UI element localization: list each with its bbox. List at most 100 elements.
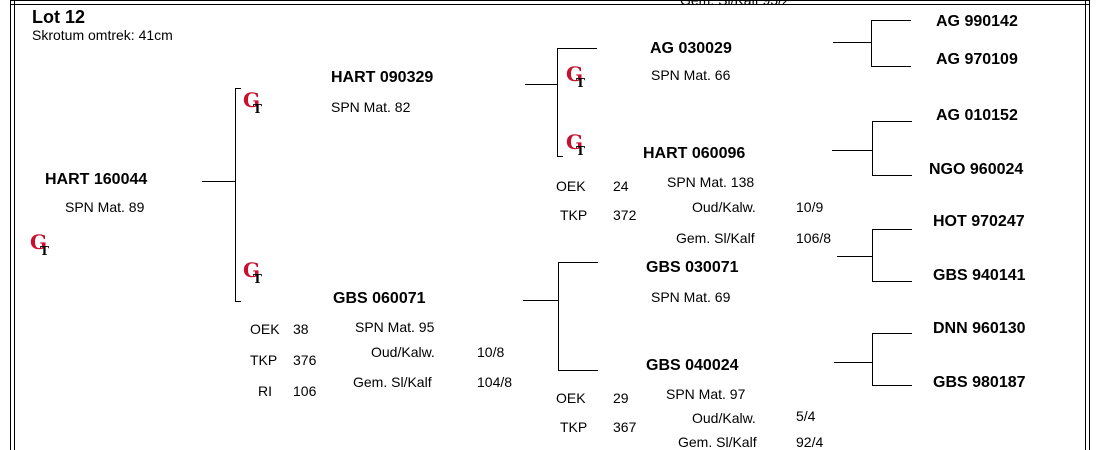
dam-tkp-value: 376 <box>293 352 317 368</box>
sd-oud-value: 10/9 <box>796 199 824 215</box>
connector-gen3-stub <box>871 20 911 21</box>
dd-name: GBS 040024 <box>646 357 739 374</box>
dd-oud-value: 5/4 <box>796 408 816 424</box>
frame-top-outer <box>10 0 1090 1</box>
dd-oek-label: OEK <box>556 390 586 406</box>
sd-oek-label: OEK <box>556 178 586 194</box>
connector-ds-gen3 <box>837 256 872 257</box>
dam-tkp-label: TKP <box>250 352 278 368</box>
dam-oek-label: OEK <box>250 321 280 337</box>
dam-ri-value: 106 <box>293 383 317 399</box>
sd-gem-value: 106/8 <box>796 230 832 246</box>
frame-right-outer <box>1089 0 1090 450</box>
connector-sd-gen3-vertical <box>872 121 873 175</box>
connector-dam-vertical <box>558 262 559 370</box>
sd-oek-value: 24 <box>613 178 629 194</box>
connector-ds-stub <box>558 262 598 263</box>
subject-name: HART 160044 <box>45 171 148 188</box>
sd-tkp-value: 372 <box>613 207 637 223</box>
connector-sire <box>525 84 557 85</box>
dd-tkp-value: 367 <box>613 419 637 435</box>
sd-tkp-label: TKP <box>560 207 588 223</box>
svg-text:G: G <box>566 130 583 154</box>
connector-gen3-stub <box>871 66 911 67</box>
gen3-name: AG 010152 <box>936 107 1018 124</box>
svg-text:G: G <box>243 258 260 282</box>
dam-spn: SPN Mat. 95 <box>355 319 435 335</box>
sd-gem-label: Gem. Sl/Kalf <box>676 230 755 246</box>
connector-dd-gen3-vertical <box>872 333 873 385</box>
connector-ss-stub <box>557 48 597 49</box>
frame-left-inner <box>14 0 15 450</box>
svg-text:T: T <box>253 102 262 116</box>
sire-name: HART 090329 <box>331 69 434 86</box>
connector-dam <box>523 300 558 301</box>
dam-gem-label: Gem. Sl/Kalf <box>353 374 432 390</box>
connector-gen3-stub <box>872 333 912 334</box>
dam-oud-value: 10/8 <box>477 344 505 360</box>
clipped-top-text: Gem. Sl/Kalf 95/2 <box>680 0 790 8</box>
connector-ss-gen3-vertical <box>871 20 872 66</box>
frame-top-inner <box>10 4 1090 5</box>
connector-ds-gen3-vertical <box>872 229 873 281</box>
connector-sd-stub <box>557 156 563 157</box>
connector-dd-stub <box>558 370 598 371</box>
dam-oud-label: Oud/Kalw. <box>371 344 435 360</box>
lot-title: Lot 12 <box>32 7 86 27</box>
svg-text:G: G <box>30 230 47 254</box>
gen3-name: GBS 980187 <box>933 374 1026 391</box>
connector-sire-stub <box>235 88 241 89</box>
connector-ss-gen3 <box>833 42 871 43</box>
gen3-name: GBS 940141 <box>933 267 1026 284</box>
dd-oud-label: Oud/Kalw. <box>692 410 756 426</box>
connector-gen3-stub <box>872 385 912 386</box>
svg-text:G: G <box>243 88 260 112</box>
sire-spn: SPN Mat. 82 <box>331 99 411 115</box>
ds-name: GBS 030071 <box>646 259 739 276</box>
dd-oek-value: 29 <box>613 390 629 406</box>
connector-sire-vertical <box>557 48 558 156</box>
gen3-name: NGO 960024 <box>929 161 1024 178</box>
sd-spn: SPN Mat. 138 <box>667 174 755 190</box>
ss-spn: SPN Mat. 66 <box>651 67 731 83</box>
dd-spn: SPN Mat. 97 <box>666 386 746 402</box>
dam-name: GBS 060071 <box>333 290 426 307</box>
frame-left-outer <box>10 0 11 450</box>
svg-text:T: T <box>576 76 585 90</box>
gen3-name: AG 970109 <box>936 51 1018 68</box>
connector-sd-gen3 <box>832 150 872 151</box>
dam-ri-label: RI <box>258 383 272 399</box>
connector-dam-stub <box>235 301 241 302</box>
connector-gen3-stub <box>872 229 912 230</box>
connector-dd-gen3 <box>834 362 872 363</box>
scrotum-measure: Skrotum omtrek: 41cm <box>32 27 173 43</box>
connector-gen3-stub <box>872 121 912 122</box>
svg-text:T: T <box>40 244 49 258</box>
sd-oud-label: Oud/Kalw. <box>692 199 756 215</box>
svg-text:T: T <box>576 144 585 158</box>
sd-name: HART 060096 <box>643 145 746 162</box>
connector-subject <box>202 181 235 182</box>
gen3-name: AG 990142 <box>936 13 1018 30</box>
dd-gem-value: 92/4 <box>796 434 824 450</box>
connector-gen3-stub <box>872 175 912 176</box>
connector-gen3-stub <box>872 281 912 282</box>
dam-gem-value: 104/8 <box>477 374 513 390</box>
gen3-name: HOT 970247 <box>933 213 1025 230</box>
frame-right-inner <box>1085 0 1086 450</box>
svg-text:G: G <box>566 62 583 86</box>
subject-spn: SPN Mat. 89 <box>65 199 145 215</box>
ds-spn: SPN Mat. 69 <box>651 289 731 305</box>
dam-oek-value: 38 <box>293 321 309 337</box>
connector-gen1-vertical <box>235 88 236 301</box>
gen3-name: DNN 960130 <box>933 320 1026 337</box>
ss-name: AG 030029 <box>650 40 732 57</box>
dd-gem-label: Gem. Sl/Kalf <box>678 434 757 450</box>
dd-tkp-label: TKP <box>560 419 588 435</box>
svg-text:T: T <box>253 272 262 286</box>
